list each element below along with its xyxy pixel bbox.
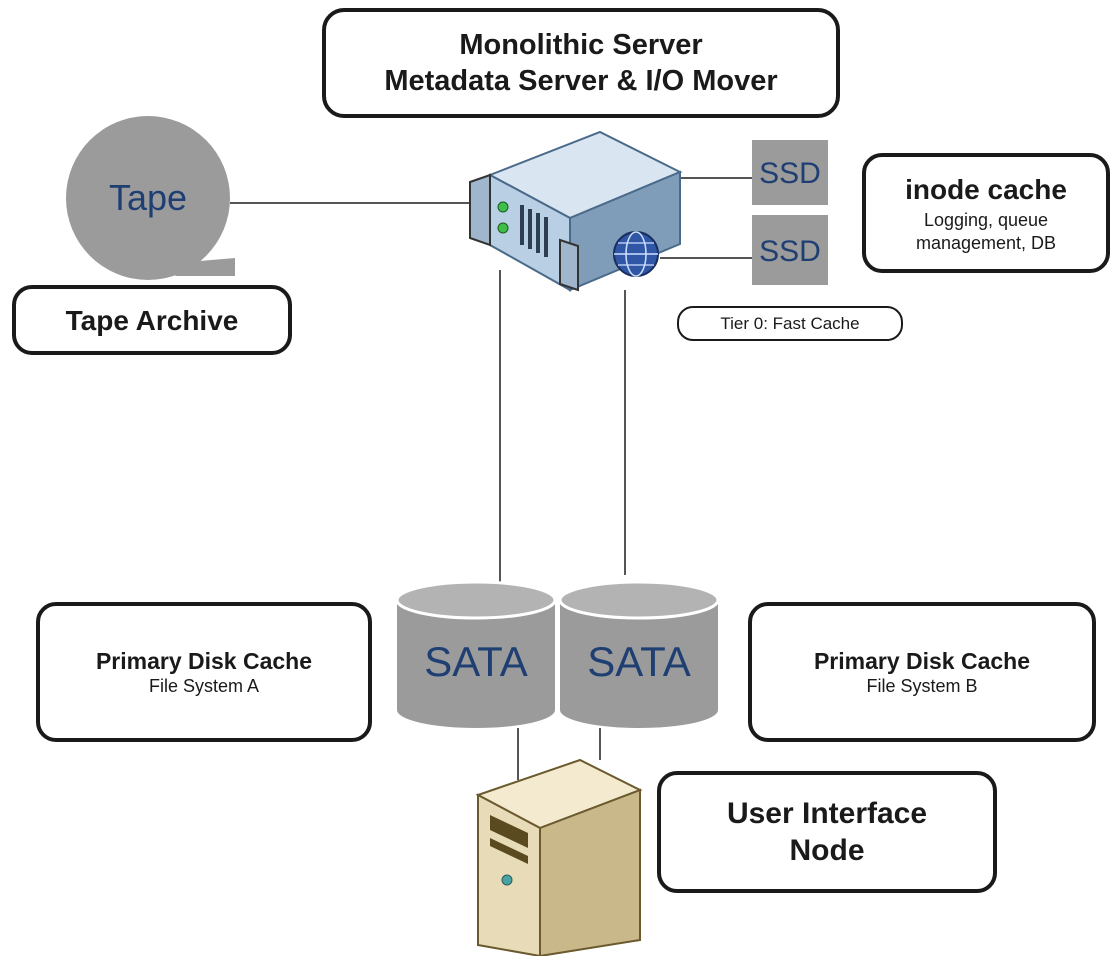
ssd-bottom-icon: SSD — [752, 215, 828, 285]
sata-disk-left-icon: SATA — [395, 580, 557, 728]
user-interface-node-line1: User Interface — [726, 796, 928, 830]
sata-left-label: SATA — [424, 638, 527, 685]
ssd-top-label: SSD — [759, 157, 821, 190]
file-system-a-label: File System A — [148, 675, 260, 696]
tier0-fast-cache-label: Tier 0: Fast Cache — [677, 306, 903, 341]
monolithic-server-title: Monolithic Server — [459, 28, 703, 61]
metadata-server-subtitle: Metadata Server & I/O Mover — [384, 65, 778, 97]
primary-disk-cache-b-title: Primary Disk Cache — [813, 648, 1031, 675]
sata-disk-right-icon: SATA — [558, 580, 720, 728]
rack-server-icon — [469, 130, 683, 292]
sata-right-label: SATA — [587, 638, 690, 685]
ssd-bottom-label: SSD — [759, 235, 821, 268]
user-interface-node-line2: Node — [789, 834, 865, 867]
connector-lines — [230, 177, 755, 780]
tower-pc-icon — [475, 758, 643, 956]
inode-cache-desc-line2: management, DB — [915, 232, 1057, 253]
tape-archive-label-box: Tape Archive — [12, 285, 292, 355]
monolithic-server-label-box: Monolithic Server Metadata Server & I/O … — [322, 8, 840, 118]
tape-archive-caption: Tape Archive — [65, 304, 239, 336]
ssd-top-icon: SSD — [752, 140, 828, 205]
tape-icon-label: Tape — [109, 177, 187, 218]
primary-disk-cache-b-box: Primary Disk Cache File System B — [748, 602, 1096, 742]
tape-icon: Tape — [66, 116, 235, 280]
primary-disk-cache-a-title: Primary Disk Cache — [95, 648, 313, 675]
inode-cache-desc-line1: Logging, queue — [923, 210, 1049, 230]
inode-cache-title: inode cache — [905, 174, 1067, 205]
user-interface-node-box: User Interface Node — [657, 771, 997, 893]
inode-cache-label-box: inode cache Logging, queue management, D… — [862, 153, 1110, 273]
primary-disk-cache-a-box: Primary Disk Cache File System A — [36, 602, 372, 742]
file-system-b-label: File System B — [866, 675, 978, 696]
